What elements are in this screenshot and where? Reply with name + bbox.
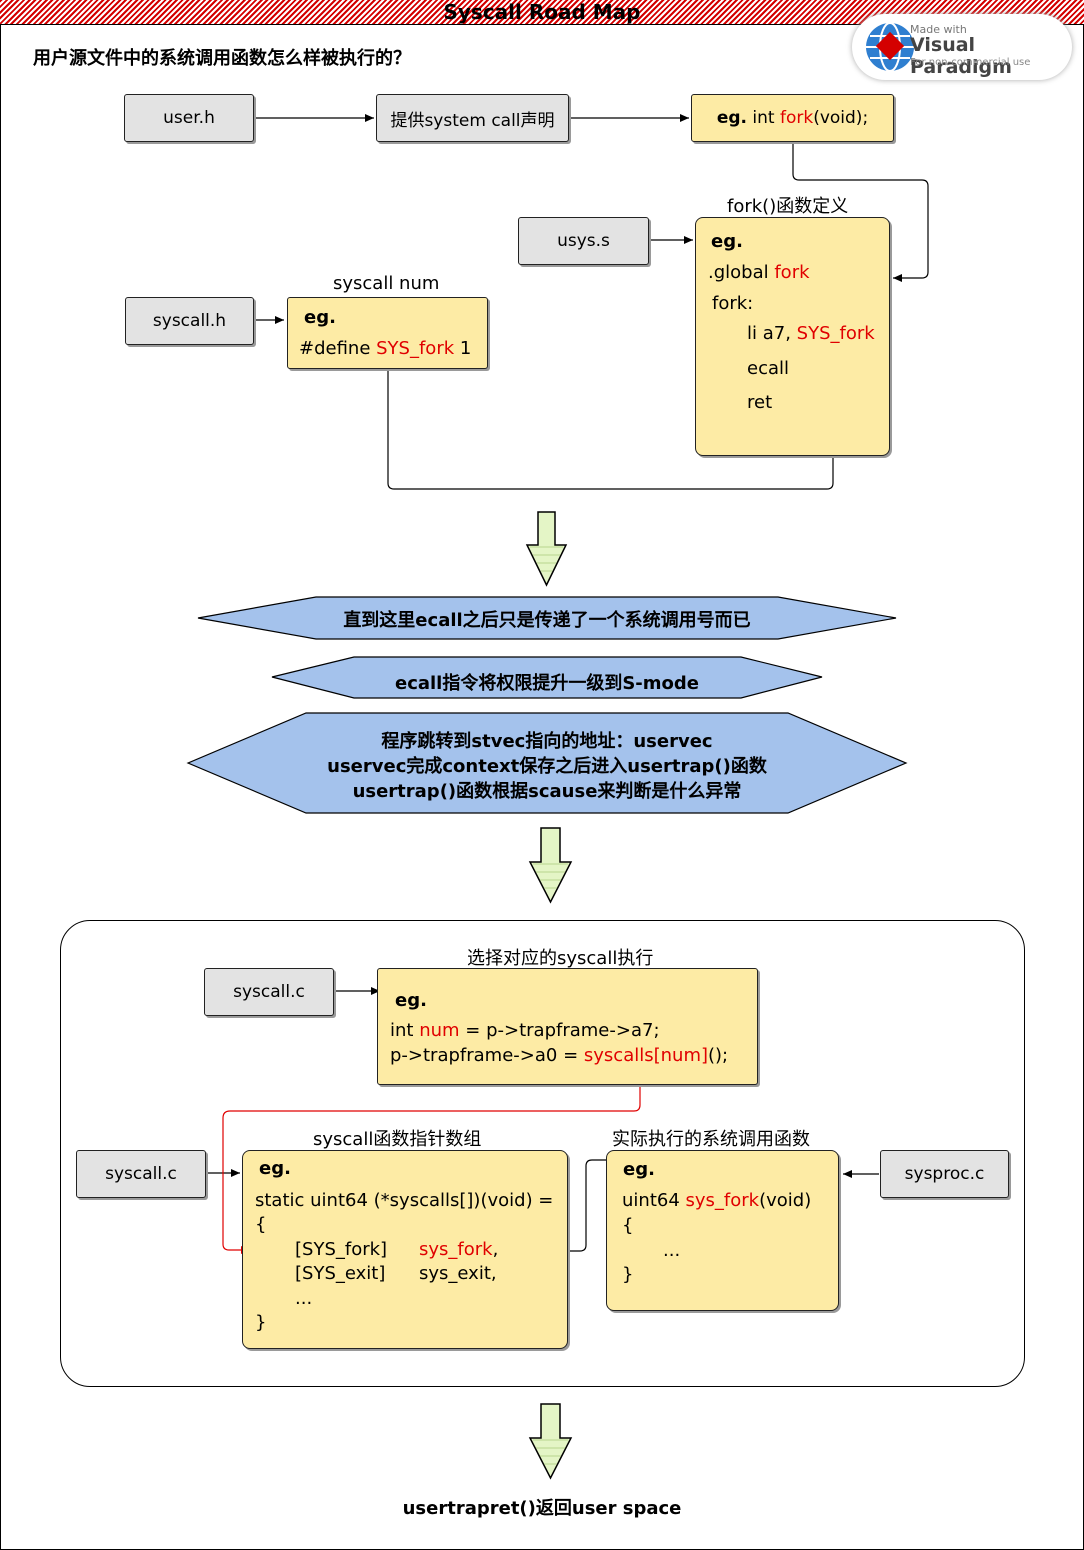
file-syscall-c-bottom: syscall.c <box>76 1150 206 1198</box>
impl-box: eg. uint64 sys_fork(void) { ... } <box>606 1150 839 1311</box>
down-arrow-3 <box>528 1403 573 1480</box>
select-line-1a: int <box>390 1020 420 1041</box>
array-line-4b: sys_exit, <box>419 1263 497 1284</box>
hexagon-1 <box>197 596 897 640</box>
select-syscall-box: eg. int num = p->trapframe->a7; p->trapf… <box>377 968 758 1085</box>
logo-made-with: Made with <box>910 23 967 36</box>
li-line: li a7, SYS_fork <box>747 322 875 346</box>
li-sym: SYS_fork <box>796 323 875 344</box>
file-syscall-c-top: syscall.c <box>204 968 334 1016</box>
hexagon-3-line-1: 程序跳转到stvec指向的地址：uservec <box>381 731 713 752</box>
eg-label: eg. <box>259 1158 291 1179</box>
visual-paradigm-logo: Made with Visual Paradigm For non-commer… <box>852 14 1072 80</box>
down-arrow-2 <box>528 827 573 904</box>
ret-line: ret <box>747 392 773 413</box>
hexagon-2 <box>271 656 823 699</box>
define-val: 1 <box>454 338 472 359</box>
impl-line-2: { <box>622 1215 634 1236</box>
eg-label: eg. <box>711 231 743 252</box>
array-comma: , <box>492 1239 499 1260</box>
impl-line-4: } <box>622 1264 634 1285</box>
syscall-num-title: syscall num <box>333 273 440 294</box>
define-sym: SYS_fork <box>376 338 455 359</box>
define-prefix: #define <box>299 338 377 359</box>
logo-note: For non-commercial use <box>910 57 1031 68</box>
hexagon-1-text: 直到这里ecall之后只是传递了一个系统调用号而已 <box>343 610 751 631</box>
array-sys-fork: sys_fork <box>419 1239 493 1260</box>
select-line-1b: num <box>419 1020 460 1041</box>
file-sysproc-c: sysproc.c <box>880 1150 1009 1198</box>
bottom-caption: usertrapret()返回user space <box>402 1498 682 1519</box>
prototype-int: int <box>752 108 780 128</box>
eg-label: eg. <box>623 1159 655 1180</box>
array-line-3b: sys_fork, <box>419 1238 498 1262</box>
select-line-2a: p->trapframe->a0 = <box>390 1045 584 1066</box>
select-syscall-title: 选择对应的syscall执行 <box>467 948 654 969</box>
array-line-1: static uint64 (*syscalls[])(void) = <box>255 1190 554 1211</box>
syscall-array-box: eg. static uint64 (*syscalls[])(void) = … <box>242 1150 568 1349</box>
hexagon-3 <box>186 712 908 814</box>
select-line-2: p->trapframe->a0 = syscalls[num](); <box>390 1044 728 1068</box>
down-arrow-1 <box>525 511 568 587</box>
fork-prototype-box: eg. int fork(void); <box>691 94 894 142</box>
li-prefix: li a7, <box>747 323 797 344</box>
hexagon-3-line-3: usertrap()函数根据scause来判断是什么异常 <box>352 781 742 802</box>
file-user-h: user.h <box>124 94 254 142</box>
syscall-declaration-box: 提供system call声明 <box>376 94 569 142</box>
file-usys-s: usys.s <box>518 217 649 265</box>
logo-brand: Visual Paradigm <box>910 34 1012 78</box>
arrow-num-sysfork <box>387 350 837 490</box>
impl-line-1: uint64 sys_fork(void) <box>622 1189 811 1213</box>
select-line-2b: syscalls[num] <box>583 1045 709 1066</box>
fork-label: fork: <box>712 293 754 314</box>
file-syscall-h: syscall.h <box>125 297 254 345</box>
global-fn: fork <box>774 262 810 283</box>
ecall-line: ecall <box>747 358 790 379</box>
diagram-title: Syscall Road Map <box>443 0 641 24</box>
array-line-6: } <box>255 1312 267 1333</box>
syscall-array-title: syscall函数指针数组 <box>313 1129 482 1150</box>
global-line: .global fork <box>708 261 810 285</box>
impl-line-3: ... <box>663 1240 681 1261</box>
select-line-2c: (); <box>708 1045 729 1066</box>
eg-label: eg. <box>304 307 336 328</box>
array-line-5: ... <box>295 1288 313 1309</box>
hexagon-2-text: ecall指令将权限提升一级到S-mode <box>394 673 699 694</box>
fork-def-title: fork()函数定义 <box>727 196 849 217</box>
array-line-2: { <box>255 1214 267 1235</box>
fork-def-box: eg. .global fork fork: li a7, SYS_fork e… <box>695 217 890 456</box>
eg-label: eg. <box>716 108 747 128</box>
select-line-1: int num = p->trapframe->a7; <box>390 1019 660 1043</box>
arrow-eg-forkdef <box>792 141 929 282</box>
select-line-1c: = p->trapframe->a7; <box>459 1020 660 1041</box>
define-line: #define SYS_fork 1 <box>299 337 471 361</box>
impl-line-1b: sys_fork <box>685 1190 760 1211</box>
hexagon-3-text: 程序跳转到stvec指向的地址：uservec uservec完成context… <box>188 729 906 804</box>
eg-label: eg. <box>395 990 427 1011</box>
array-line-3a: [SYS_fork] <box>295 1239 388 1260</box>
subtitle: 用户源文件中的系统调用函数怎么样被执行的？ <box>33 48 411 69</box>
impl-line-1a: uint64 <box>622 1190 686 1211</box>
prototype-fork: fork <box>779 108 814 128</box>
kernel-panel <box>60 920 1025 1387</box>
arrow-syscalls-array-red <box>222 1085 641 1254</box>
impl-line-1c: (void) <box>759 1190 812 1211</box>
syscall-num-box: eg. #define SYS_fork 1 <box>287 297 488 369</box>
prototype-rest: (void); <box>813 108 869 128</box>
impl-title: 实际执行的系统调用函数 <box>612 1129 810 1150</box>
hexagon-3-line-2: uservec完成context保存之后进入usertrap()函数 <box>327 756 767 777</box>
global-prefix: .global <box>708 262 775 283</box>
array-line-4a: [SYS_exit] <box>295 1263 386 1284</box>
